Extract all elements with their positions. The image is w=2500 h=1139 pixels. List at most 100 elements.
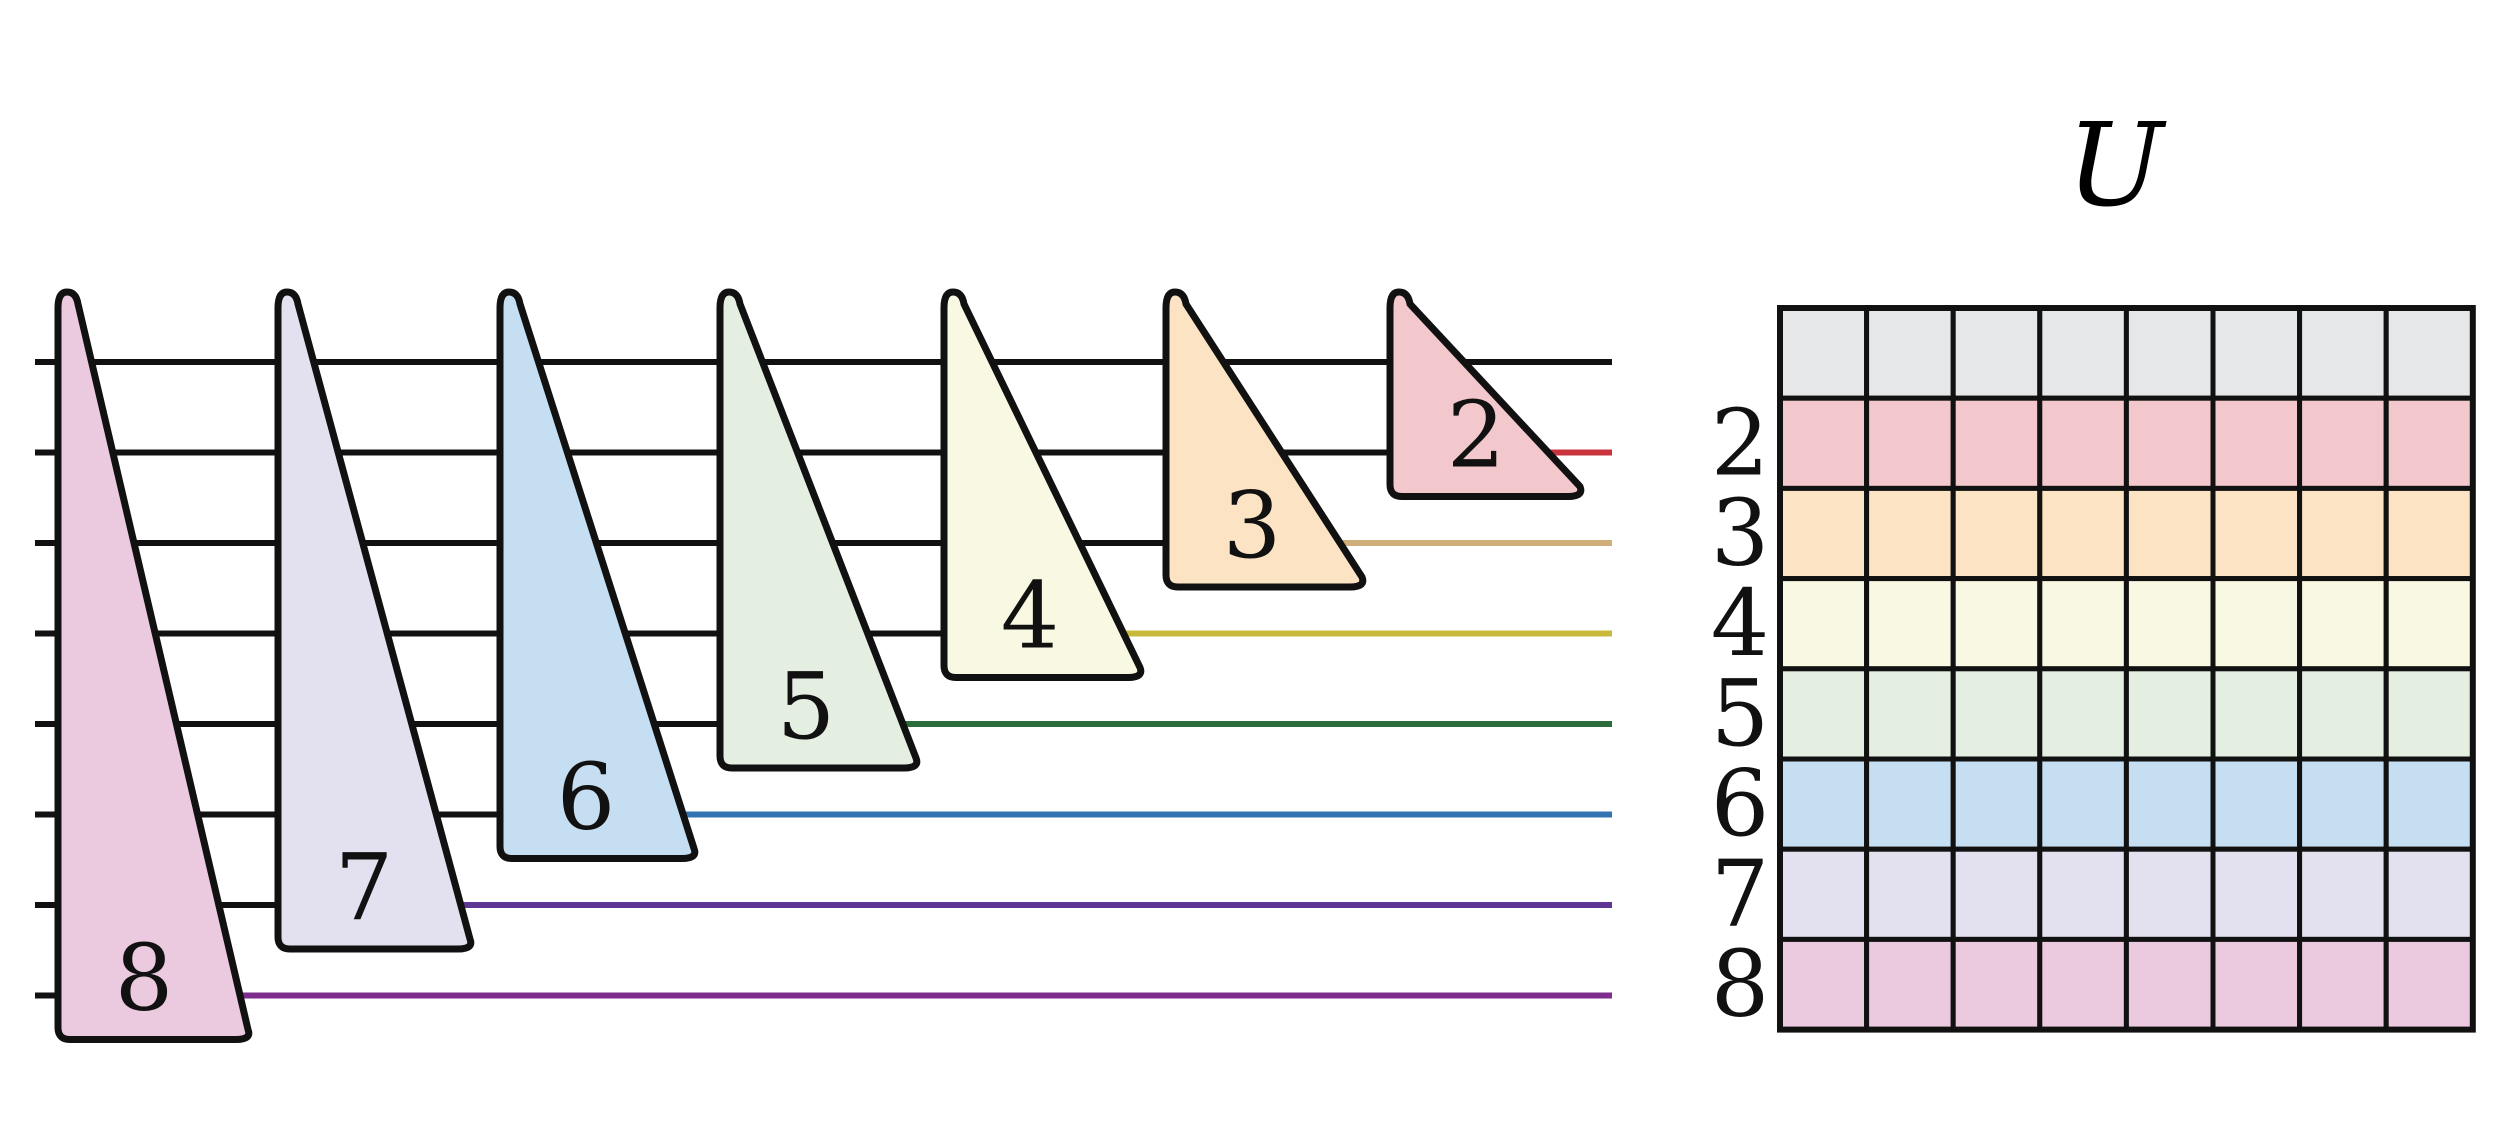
- matrix-cell: [2123, 305, 2216, 401]
- matrix-cell: [2297, 846, 2389, 942]
- matrix-cell: [2210, 936, 2303, 1033]
- matrix-cell: [1950, 305, 2043, 401]
- gate-3: 3: [1162, 288, 1367, 591]
- matrix-cell: [1777, 756, 1870, 852]
- matrix-cell: [1777, 305, 1870, 401]
- gate-label: 2: [1447, 382, 1506, 489]
- matrix-cell: [2210, 576, 2303, 672]
- gate-body: [496, 288, 699, 862]
- matrix-cell: [1950, 846, 2043, 942]
- matrix-cell: [2297, 576, 2389, 672]
- matrix-cell: [2123, 395, 2216, 491]
- matrix-cell: [1777, 666, 1870, 762]
- matrix-cell: [2037, 666, 2129, 762]
- matrix-cell: [2210, 485, 2303, 582]
- gate-label: 8: [115, 925, 174, 1032]
- matrix-cell: [1864, 756, 1956, 852]
- matrix-cell: [1950, 576, 2043, 672]
- matrix-cell: [2383, 666, 2476, 762]
- gate-body: [1386, 288, 1585, 500]
- matrix-cell: [1950, 936, 2043, 1033]
- matrix-cell: [2383, 846, 2476, 942]
- matrix-row-1: 2: [1711, 389, 2476, 496]
- matrix-cell: [1864, 936, 1956, 1033]
- gates-layer: 8 7 654 3 2: [54, 288, 1585, 1043]
- matrix-cell: [2037, 305, 2129, 401]
- matrix-cell: [2210, 846, 2303, 942]
- matrix-row-label: 6: [1711, 750, 1770, 857]
- matrix-cell: [1864, 485, 1956, 582]
- matrix-cell: [1777, 485, 1870, 582]
- matrix-row-4: 5: [1711, 660, 2476, 767]
- matrix-cell: [1864, 395, 1956, 491]
- matrix-row-2: 3: [1711, 480, 2476, 587]
- matrix-row-label: 7: [1711, 840, 1770, 947]
- matrix-row-7: 8: [1711, 931, 2476, 1038]
- gate-label: 6: [557, 744, 616, 851]
- gate-5: 5: [716, 288, 921, 772]
- matrix-row-label: 3: [1711, 480, 1770, 587]
- gate-7: 7: [274, 288, 475, 953]
- matrix-row-label: 2: [1711, 389, 1770, 496]
- matrix-row-6: 7: [1711, 840, 2476, 947]
- matrix-cell: [2037, 846, 2129, 942]
- matrix-row-0: [1777, 305, 2476, 401]
- gate-body: [1162, 288, 1367, 591]
- matrix-cell: [2123, 485, 2216, 582]
- matrix-cell: [2123, 846, 2216, 942]
- matrix-row-label: 8: [1711, 931, 1770, 1038]
- matrix-cell: [1777, 395, 1870, 491]
- gate-label: 4: [1001, 563, 1060, 670]
- gate-body: [274, 288, 475, 953]
- matrix-cell: [1950, 756, 2043, 852]
- gate-6: 6: [496, 288, 699, 862]
- gate-label: 3: [1223, 472, 1282, 579]
- matrix-cell: [2037, 936, 2129, 1033]
- matrix-cell: [1864, 305, 1956, 401]
- matrix-cell: [2383, 305, 2476, 401]
- matrix-cell: [2383, 756, 2476, 852]
- matrix-cell: [1950, 395, 2043, 491]
- matrix-cell: [1777, 576, 1870, 672]
- gate-4: 4: [940, 288, 1145, 681]
- gate-2: 2: [1386, 288, 1585, 500]
- matrix-cell: [2383, 395, 2476, 491]
- matrix-cell: [1864, 576, 1956, 672]
- matrix-row-label: 4: [1711, 570, 1770, 677]
- matrix-cell: [1950, 666, 2043, 762]
- gate-body: [940, 288, 1145, 681]
- matrix-cell: [2210, 395, 2303, 491]
- matrix-row-5: 6: [1711, 750, 2476, 857]
- matrix-cell: [2123, 576, 2216, 672]
- matrix-cell: [2210, 756, 2303, 852]
- matrix-cell: [1777, 936, 1870, 1033]
- matrix-cell: [2297, 305, 2389, 401]
- matrix-row-3: 4: [1711, 570, 2476, 677]
- matrix-cell: [2123, 666, 2216, 762]
- matrix-cell: [1777, 846, 1870, 942]
- gate-body: [716, 288, 921, 772]
- matrix-cell: [2297, 395, 2389, 491]
- matrix-cell: [2210, 666, 2303, 762]
- matrix-border: [1777, 305, 2476, 1033]
- matrix-cell: [1864, 666, 1956, 762]
- matrix-cell: [2297, 666, 2389, 762]
- matrix-cell: [2123, 756, 2216, 852]
- gate-body: [54, 288, 253, 1043]
- gate-label: 7: [335, 834, 394, 941]
- wires-layer: [35, 359, 1612, 999]
- matrix-cell: [2037, 576, 2129, 672]
- matrix-cell: [2037, 395, 2129, 491]
- matrix-cell: [1864, 846, 1956, 942]
- gate-8: 8: [54, 288, 253, 1043]
- matrix-cell: [2383, 485, 2476, 582]
- matrix-cell: [2037, 756, 2129, 852]
- matrix-cell: [2383, 936, 2476, 1033]
- matrix-title: U: [2067, 99, 2168, 233]
- matrix-cell: [2297, 936, 2389, 1033]
- matrix-cell: [1950, 485, 2043, 582]
- matrix-cell: [2297, 756, 2389, 852]
